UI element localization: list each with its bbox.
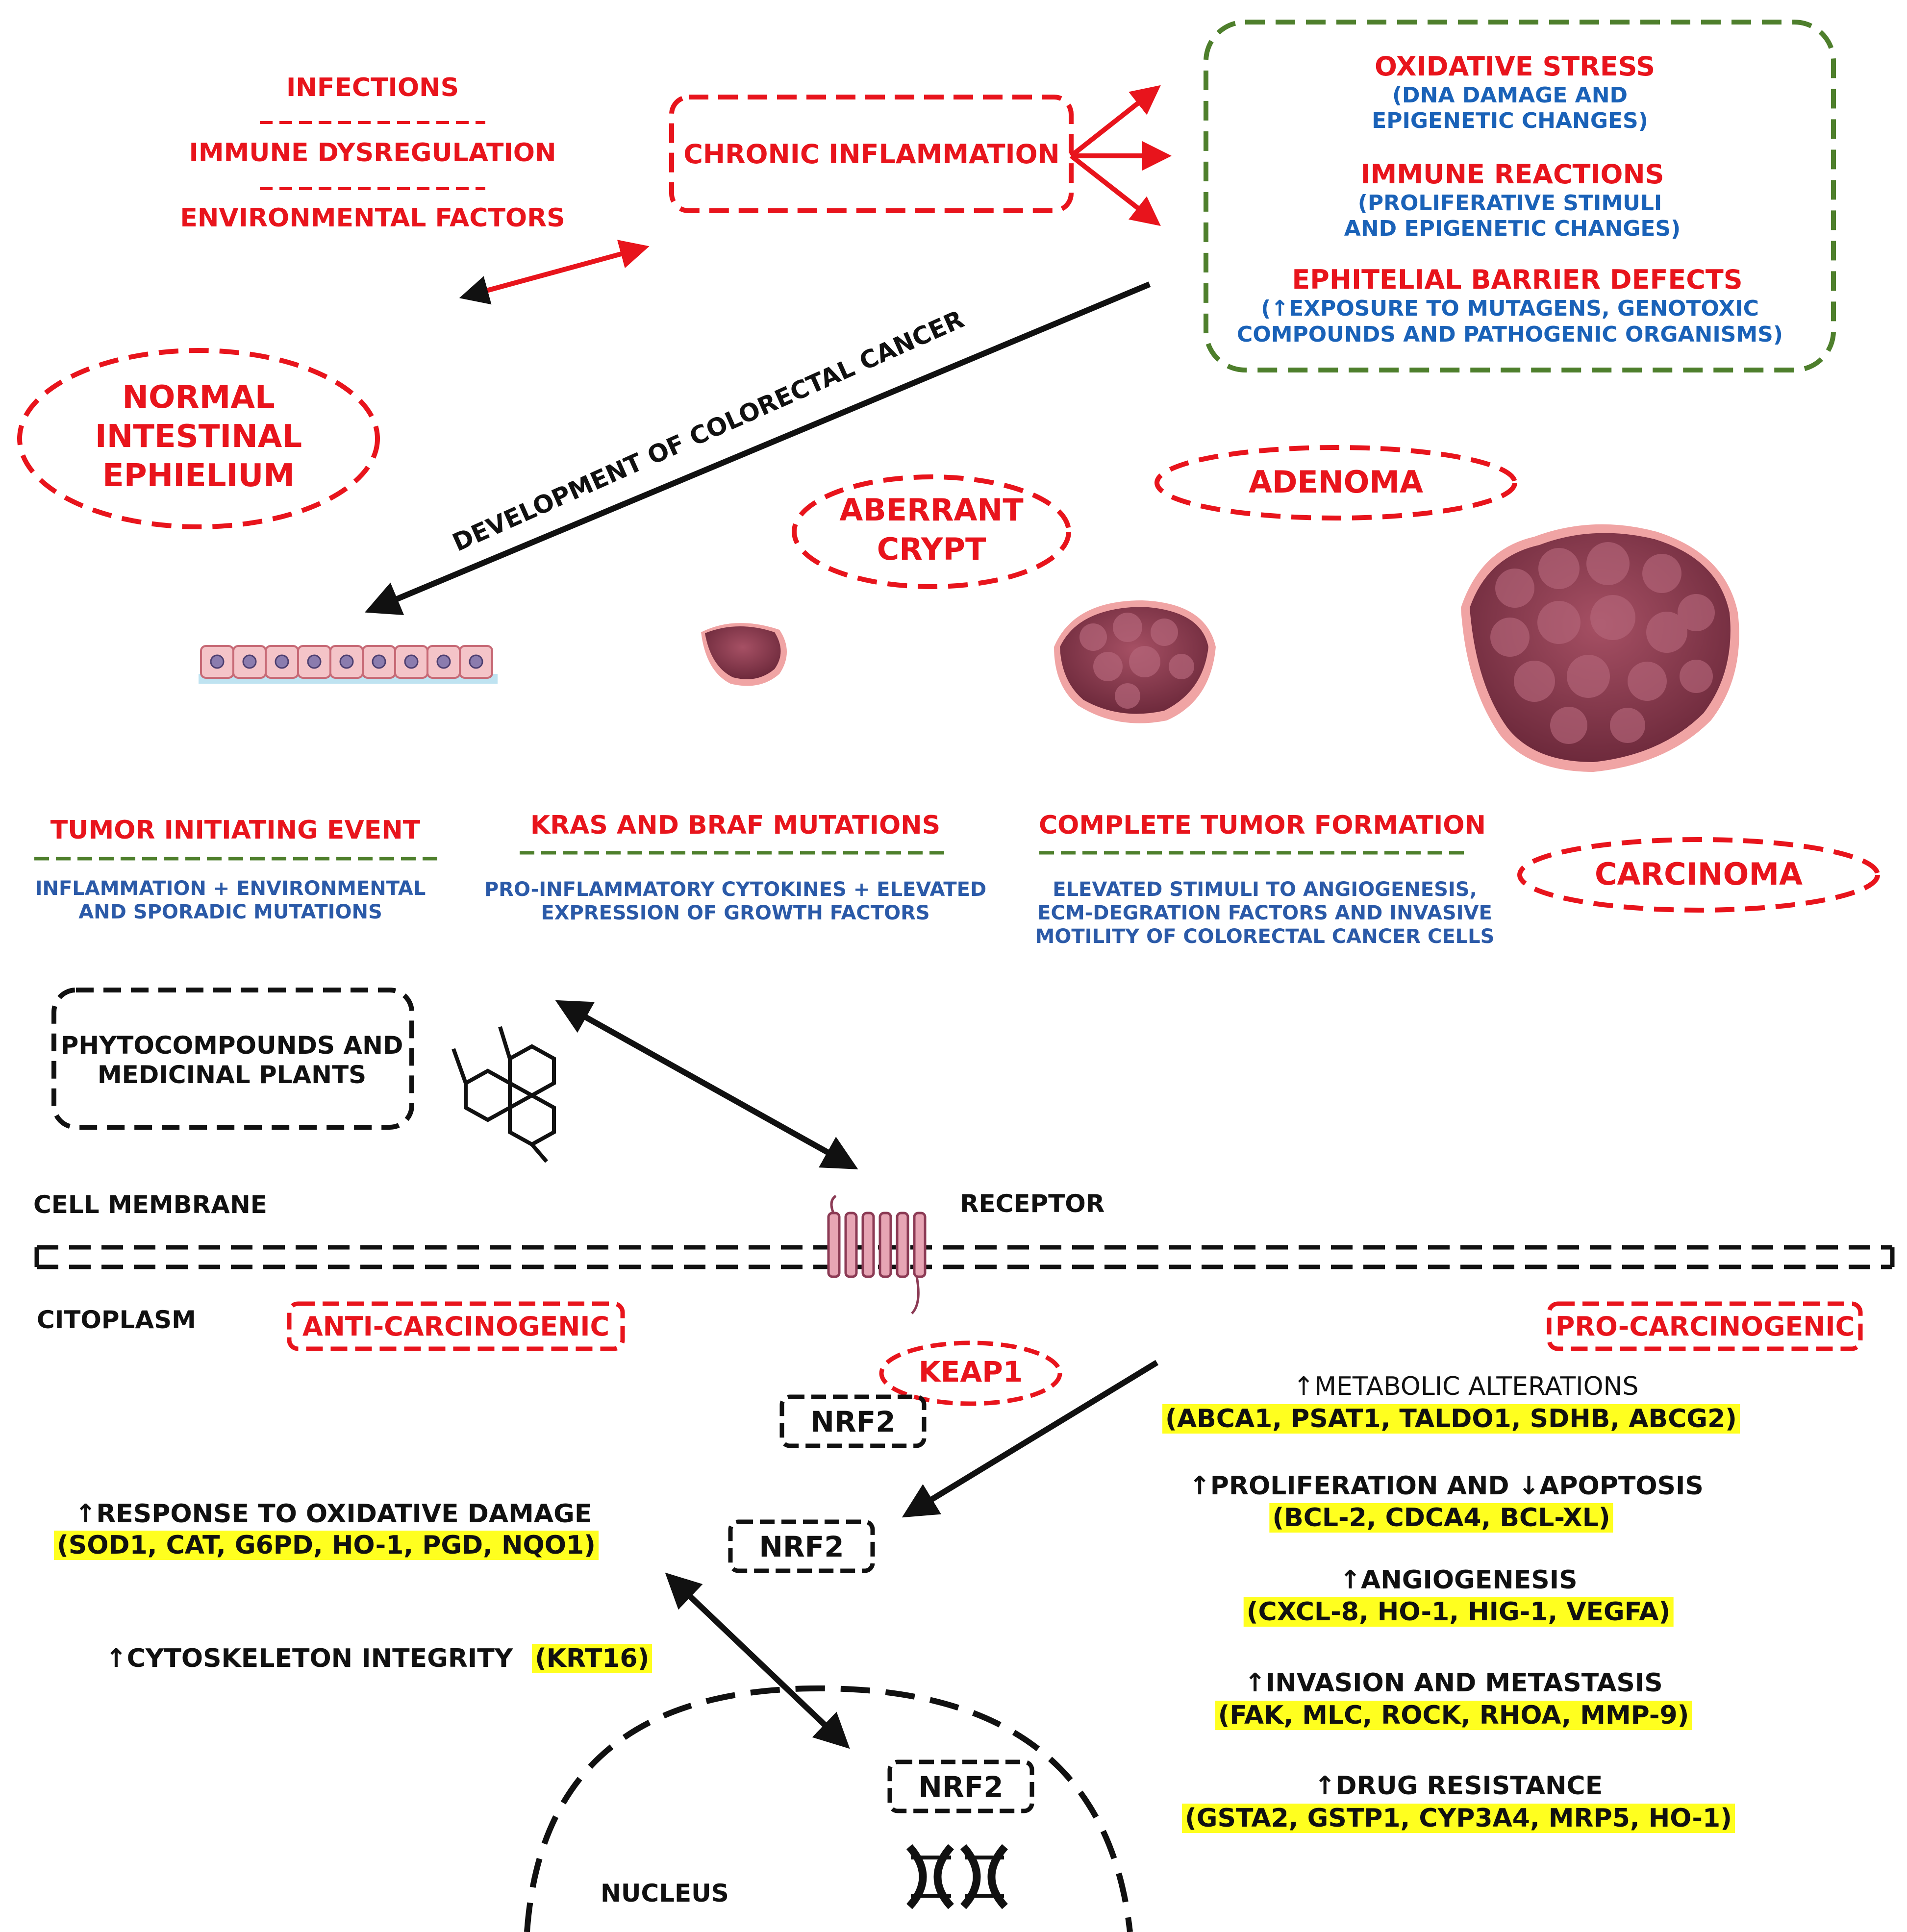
pro-effect-1-genes: (ABCA1, PSAT1, TALDO1, SDHB, ABCG2)	[1162, 1404, 1740, 1434]
cell-membrane-label: CELL MEMBRANE	[33, 1190, 267, 1219]
phytocompounds-label-2: MEDICINAL PLANTS	[97, 1061, 367, 1089]
pro-effect-1-title: ↑METABOLIC ALTERATIONS	[1293, 1372, 1639, 1401]
normal-epithelium-label-3: EPHIELIUM	[102, 458, 295, 494]
pro-effect-2-title: ↑PROLIFERATION AND ↓APOPTOSIS	[1189, 1471, 1704, 1501]
pro-effect-4-genes: (FAK, MLC, ROCK, RHOA, MMP-9)	[1215, 1701, 1692, 1731]
cause-infections: INFECTIONS	[286, 73, 459, 102]
aberrant-crypt-label-1: ABERRANT	[839, 492, 1024, 528]
citoplasm-label: CITOPLASM	[37, 1306, 196, 1334]
anti-carcinogenic-label: ANTI-CARCINOGENIC	[302, 1311, 610, 1342]
nucleus-outline	[524, 1685, 1133, 1932]
pro-effect-3-genes: (CXCL-8, HO-1, HIG-1, VEGFA)	[1243, 1597, 1674, 1627]
event-1-title: TUMOR INITIATING EVENT	[50, 816, 421, 845]
adenoma-ellipse	[1154, 445, 1517, 520]
anti-cytoskeleton-genes: (KRT16)	[532, 1644, 652, 1674]
aberrant-crypt-image	[701, 623, 787, 686]
chronic-inflammation-label: CHRONIC INFLAMMATION	[683, 139, 1060, 170]
normal-epithelium-ellipse	[17, 348, 380, 529]
carcinoma-image	[1461, 524, 1739, 772]
event-2-title: KRAS AND BRAF MUTATIONS	[530, 811, 941, 840]
pro-effect-3-title: ↑ANGIOGENESIS	[1339, 1565, 1578, 1595]
pro-effect-5-genes-highlight: (GSTA2, GSTP1, CYP3A4, MRP5, HO-1)	[1182, 1804, 1735, 1833]
pro-effect-4-genes-highlight: (FAK, MLC, ROCK, RHOA, MMP-9)	[1215, 1701, 1692, 1730]
barrier-defects-title: EPHITELIAL BARRIER DEFECTS	[1292, 264, 1743, 295]
barrier-defects-detail-1: (↑EXPOSURE TO MUTAGENS, GENOTOXIC	[1261, 296, 1759, 321]
receptor-label: RECEPTOR	[960, 1189, 1105, 1218]
event-2-line-1: PRO-INFLAMMATORY CYTOKINES + ELEVATED	[484, 878, 987, 901]
immune-reactions-detail-2: AND EPIGENETIC CHANGES)	[1344, 216, 1681, 241]
immune-reactions-title: IMMUNE REACTIONS	[1360, 159, 1664, 190]
event-3-title: COMPLETE TUMOR FORMATION	[1038, 811, 1486, 840]
pro-carcinogenic-box	[1547, 1301, 1863, 1351]
phytocompounds-box	[51, 988, 414, 1130]
adenoma-label: ADENOMA	[1248, 464, 1424, 500]
carcinoma-label: CARCINOMA	[1594, 856, 1803, 892]
nrf2-box-2	[728, 1519, 875, 1573]
pro-effect-2-genes: (BCL-2, CDCA4, BCL-XL)	[1269, 1503, 1613, 1533]
aberrant-crypt-ellipse	[792, 474, 1071, 589]
event-2-line-2: EXPRESSION OF GROWTH FACTORS	[541, 902, 930, 924]
nrf2-box-3	[887, 1759, 1034, 1813]
normal-epithelium-label-1: NORMAL	[122, 379, 275, 416]
consequences-box	[1204, 20, 1836, 372]
immune-reactions-detail-1: (PROLIFERATIVE STIMULI	[1357, 191, 1662, 216]
causes-inflammation-arrow	[459, 240, 650, 305]
phytocompounds-label-1: PHYTOCOMPOUNDS AND	[60, 1031, 403, 1060]
anti-cytoskeleton-title: ↑CYTOSKELETON INTEGRITY	[105, 1644, 513, 1673]
inflammation-arrow-up	[1069, 85, 1161, 158]
pro-effect-1-genes-highlight: (ABCA1, PSAT1, TALDO1, SDHB, ABCG2)	[1162, 1404, 1740, 1434]
nrf2-box-1	[779, 1394, 927, 1448]
pro-to-nrf2-arrow	[902, 1360, 1159, 1518]
cause-environmental-factors: ENVIRONMENTAL FACTORS	[180, 203, 565, 233]
dna-icon	[906, 1844, 1008, 1909]
anti-oxidative-title: ↑RESPONSE TO OXIDATIVE DAMAGE	[75, 1499, 592, 1529]
anti-oxidative-genes-highlight: (SOD1, CAT, G6PD, HO-1, PGD, NQO1)	[54, 1531, 599, 1560]
oxidative-stress-title: OXIDATIVE STRESS	[1374, 51, 1656, 82]
event-3-line-2: ECM-DEGRATION FACTORS AND INVASIVE	[1037, 902, 1492, 924]
aberrant-crypt-label-2: CRYPT	[877, 531, 986, 567]
adenoma-image	[1054, 600, 1216, 723]
carcinoma-ellipse	[1517, 837, 1880, 913]
event-1-line-1: INFLAMMATION + ENVIRONMENTAL	[35, 877, 426, 900]
barrier-defects-detail-2: COMPOUNDS AND PATHOGENIC ORGANISMS)	[1237, 322, 1783, 347]
pro-effect-5-title: ↑DRUG RESISTANCE	[1314, 1771, 1603, 1801]
pro-carcinogenic-label: PRO-CARCINOGENIC	[1555, 1311, 1855, 1342]
keap1-label: KEAP1	[918, 1355, 1023, 1388]
receptor-icon	[827, 1194, 927, 1314]
nrf2-nucleus-arrow	[665, 1572, 850, 1749]
epithelium-cells	[199, 645, 498, 684]
pro-effect-5-genes: (GSTA2, GSTP1, CYP3A4, MRP5, HO-1)	[1182, 1804, 1735, 1833]
inflammation-arrow-down	[1069, 154, 1161, 226]
keap1-ellipse	[879, 1340, 1062, 1406]
cell-membrane-band	[37, 1245, 1892, 1269]
cause-immune-dysregulation: IMMUNE DYSREGULATION	[189, 138, 556, 168]
nucleus-label: NUCLEUS	[601, 1879, 729, 1907]
anti-carcinogenic-box	[287, 1301, 625, 1351]
normal-epithelium-label-2: INTESTINAL	[95, 419, 302, 455]
development-arrow	[364, 281, 1151, 616]
anti-oxidative-genes: (SOD1, CAT, G6PD, HO-1, PGD, NQO1)	[54, 1531, 599, 1560]
pro-effect-4-title: ↑INVASION AND METASTASIS	[1244, 1668, 1663, 1698]
nrf2-label-1: NRF2	[810, 1405, 896, 1438]
event-3-line-1: ELEVATED STIMULI TO ANGIOGENESIS,	[1053, 878, 1477, 901]
oxidative-stress-detail-2: EPIGENETIC CHANGES)	[1372, 108, 1648, 133]
oxidative-stress-detail-1: (DNA DAMAGE AND	[1392, 83, 1628, 108]
anti-cytoskeleton-genes-highlight: (KRT16)	[532, 1644, 652, 1673]
pro-effect-2-genes-highlight: (BCL-2, CDCA4, BCL-XL)	[1269, 1503, 1613, 1533]
phytocompound-receptor-arrow	[555, 1000, 858, 1169]
pro-effect-3-genes-highlight: (CXCL-8, HO-1, HIG-1, VEGFA)	[1243, 1597, 1674, 1627]
nrf2-label-3: NRF2	[918, 1770, 1004, 1804]
event-3-line-3: MOTILITY OF COLORECTAL CANCER CELLS	[1035, 925, 1495, 948]
molecule-icon	[452, 1026, 556, 1163]
nrf2-label-2: NRF2	[759, 1530, 844, 1563]
chronic-inflammation-box	[669, 95, 1074, 213]
event-1-line-2: AND SPORADIC MUTATIONS	[78, 901, 382, 923]
